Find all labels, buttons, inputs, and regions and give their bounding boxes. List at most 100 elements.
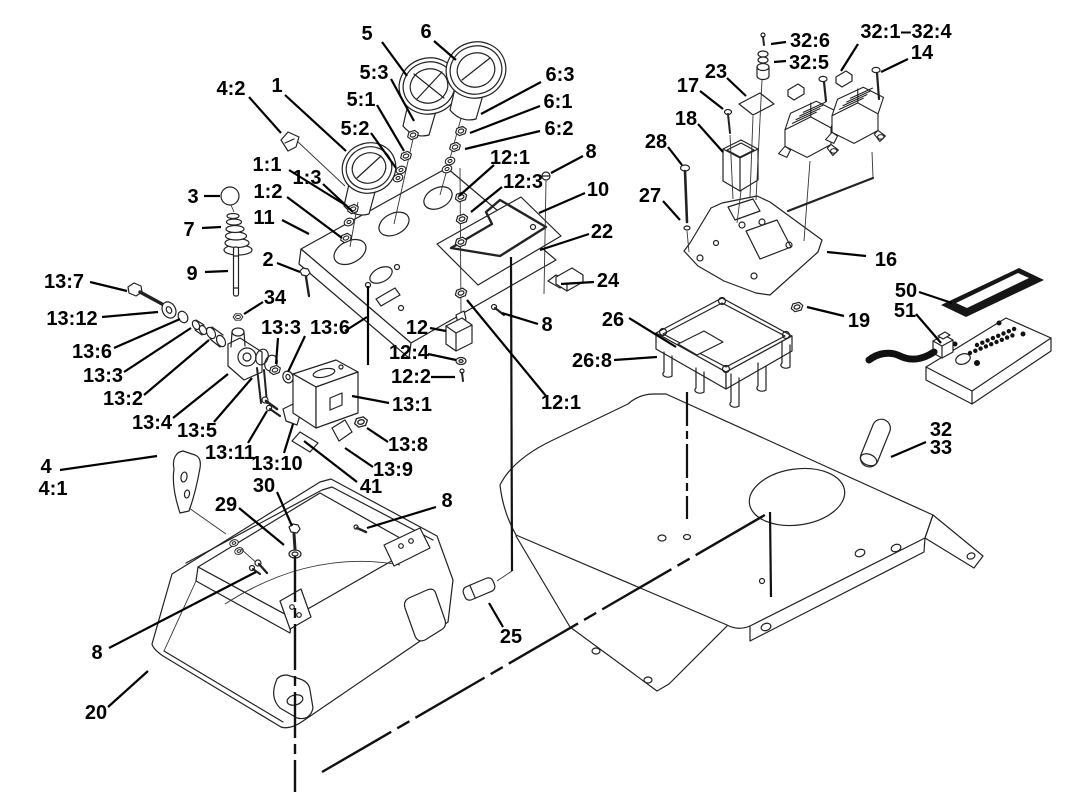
part-label-n23: 23: [705, 61, 727, 83]
leader-line: [662, 200, 681, 221]
part-label-n12-1b: 12:1: [541, 392, 581, 414]
leader-line: [773, 59, 787, 64]
leader-line: [344, 447, 374, 468]
leader-line: [284, 94, 347, 152]
part-label-n5-3: 5:3: [360, 62, 389, 84]
leader-line: [123, 327, 192, 373]
bracket-plate-16: [683, 195, 823, 296]
part-label-n50: 50: [895, 280, 917, 302]
part-label-n11: 11: [253, 207, 274, 229]
part-label-n3: 3: [187, 186, 198, 208]
leader-line: [390, 78, 415, 122]
part-label-n8a: 8: [585, 141, 596, 163]
knob-3: [220, 186, 240, 213]
screw-2: [299, 267, 311, 298]
part-label-n34: 34: [264, 287, 287, 309]
part-label-n19: 19: [848, 310, 870, 332]
part-label-n32: 32: [930, 419, 952, 441]
decal-23: [738, 92, 775, 198]
switch-12-assembly: [445, 167, 473, 382]
leader-line: [286, 196, 343, 239]
part-label-n13-11: 13:11: [205, 442, 255, 464]
centerlines: [293, 256, 773, 792]
part-label-n13-12: 13:12: [46, 308, 97, 330]
part-label-n1-2: 1:2: [254, 181, 283, 203]
gauge-5: [391, 57, 460, 225]
leader-line: [351, 394, 390, 405]
part-label-n13-3a: 13:3: [83, 365, 123, 387]
shaft-9: [232, 246, 240, 297]
screw-17: [723, 108, 734, 200]
nut-34: [232, 313, 244, 321]
part-label-n17: 17: [677, 75, 699, 97]
part-label-n1-1: 1:1: [253, 154, 282, 176]
leader-line: [826, 250, 867, 258]
part-label-n13-8: 13:8: [388, 434, 428, 456]
leader-line: [726, 77, 747, 97]
rear-panel: [499, 393, 984, 692]
part-label-n28: 28: [645, 131, 667, 153]
leader-line: [458, 164, 495, 197]
part-label-n12-4: 12:4: [389, 342, 430, 364]
leader-line: [480, 81, 542, 115]
nut-19: [789, 300, 805, 314]
part-label-n7: 7: [183, 219, 194, 241]
part-label-n6-1: 6:1: [544, 91, 573, 113]
bolt-28: [679, 164, 691, 253]
leader-line: [890, 440, 927, 459]
leader-line: [464, 129, 541, 151]
part-label-n8b: 8: [541, 314, 552, 336]
part-label-n5: 5: [361, 23, 372, 45]
leader-line: [539, 232, 590, 252]
leader-line: [59, 454, 158, 472]
leader-line: [287, 335, 306, 373]
leader-line: [538, 191, 586, 215]
part-label-n13-7: 13:7: [44, 271, 84, 293]
part-label-n13-5: 13:5: [177, 420, 217, 442]
leader-line: [429, 326, 447, 333]
leader-line: [107, 670, 149, 708]
leader-line: [101, 310, 159, 319]
part-label-n4-2: 4:2: [217, 78, 246, 100]
part-label-n6-3: 6:3: [546, 64, 575, 86]
leader-line: [248, 96, 282, 134]
part-label-n13-2: 13:2: [103, 388, 143, 410]
screw-8-top: [541, 171, 551, 295]
leader-line: [322, 183, 354, 213]
leader-line: [433, 40, 457, 61]
led-dots: [952, 320, 1026, 366]
part-label-n32-5: 32:5: [789, 52, 829, 74]
leader-line: [915, 313, 942, 344]
switch-housing-13-1: [291, 359, 370, 453]
leader-line: [381, 41, 408, 77]
part-label-n13-10: 13:10: [251, 453, 302, 475]
part-label-n22: 22: [591, 221, 613, 243]
leader-line: [172, 373, 229, 419]
leader-line: [613, 355, 658, 362]
grip-32-33: [859, 418, 891, 468]
part-label-n6-2: 6:2: [545, 118, 574, 140]
part-label-n14: 14: [911, 42, 934, 64]
part-label-n24: 24: [597, 270, 620, 292]
lever-4: [172, 450, 227, 535]
leader-line: [366, 427, 389, 443]
leader-lines: [59, 40, 953, 708]
part-label-n41: 41: [360, 476, 382, 498]
part-label-n30: 30: [253, 475, 275, 497]
cable: [865, 348, 938, 364]
part-label-n12: 12: [406, 317, 428, 339]
part-label-n25: 25: [500, 626, 522, 648]
leader-line: [427, 352, 457, 362]
part-label-n8d: 8: [91, 642, 102, 664]
part-label-n33: 33: [930, 437, 952, 459]
part-label-n13-3b: 13:3: [261, 317, 301, 339]
leader-line: [469, 104, 541, 135]
part-label-n32-6: 32:6: [790, 30, 830, 52]
leader-line: [282, 423, 295, 454]
part-label-n2: 2: [262, 249, 273, 271]
part-label-n9: 9: [186, 263, 197, 285]
leader-line: [204, 269, 229, 274]
part-label-n5-2: 5:2: [341, 118, 370, 140]
